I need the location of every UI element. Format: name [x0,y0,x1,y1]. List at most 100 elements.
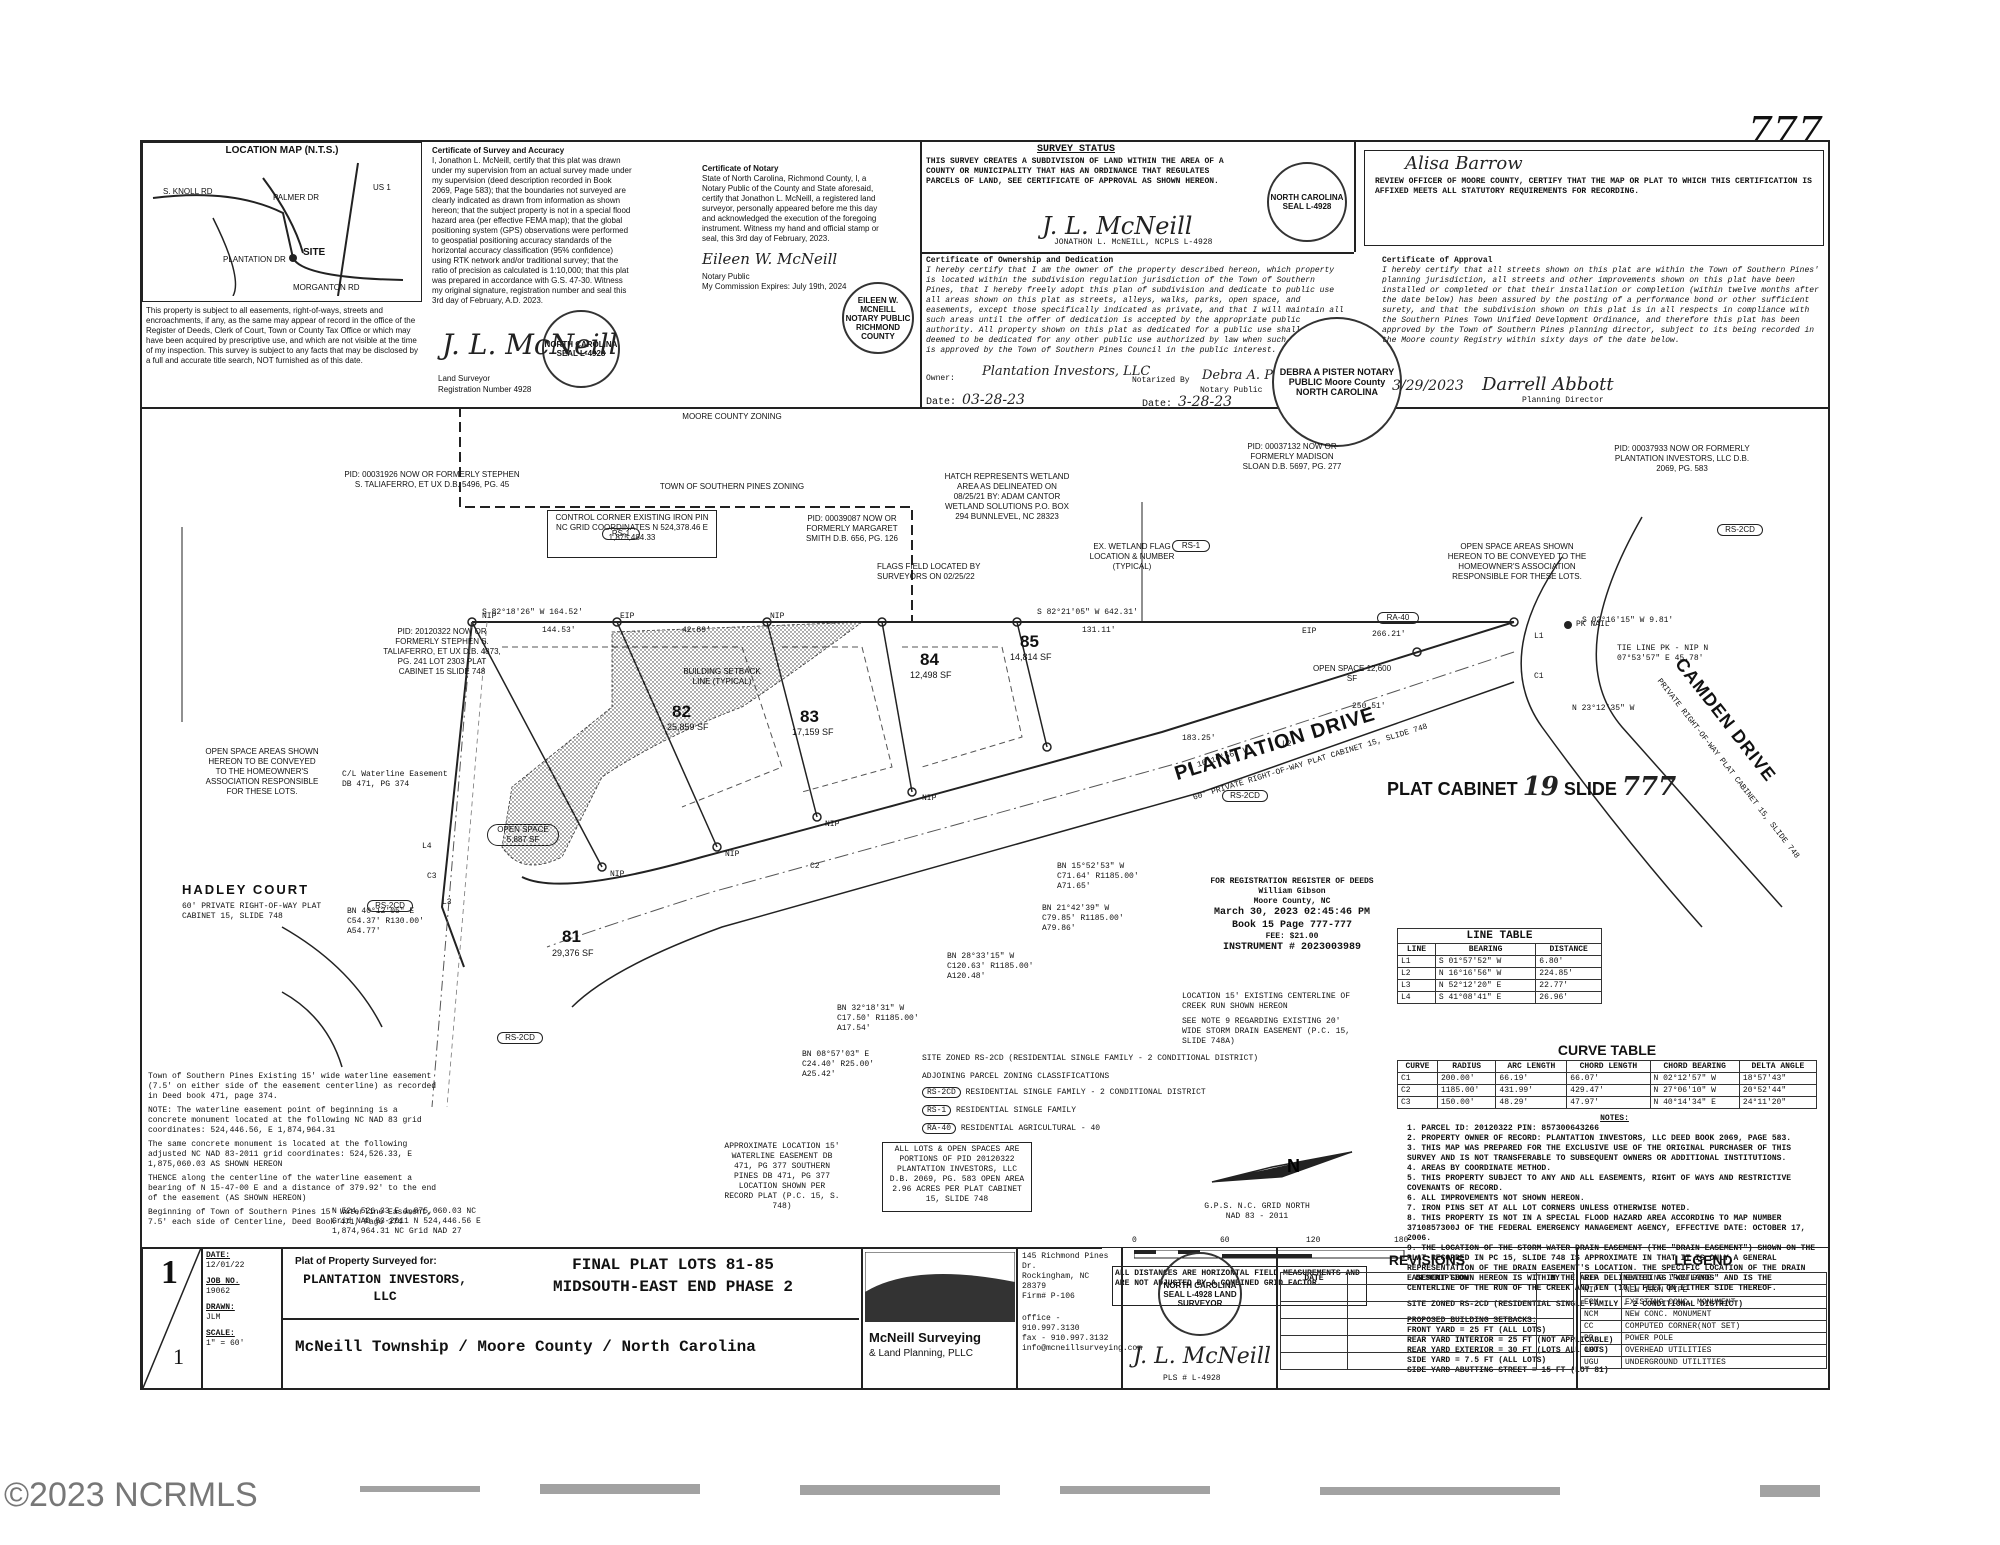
curve-label: C1 [1534,672,1544,681]
review-signature: Alisa Barrow [1405,153,1523,174]
company-box: McNeill Surveying & Land Planning, PLLC [862,1247,1017,1390]
zoning-legend-item: RA-40 RESIDENTIAL AGRICULTURAL - 40 [922,1123,1342,1134]
table-cell: S 41°08'41" E [1434,991,1537,1004]
survey-status-body: THIS SURVEY CREATES A SUBDIVISION OF LAN… [926,156,1224,186]
company-name: McNeill Surveying [869,1330,981,1345]
plat-slide-label: SLIDE [1563,779,1617,799]
scan-noise-strip [360,1482,1860,1502]
location-map-drawing [152,162,404,296]
plat-cabinet-label: PLAT CABINET [1387,779,1518,799]
table-cell: 150.00' [1436,1096,1497,1109]
scale-tick: 180 [1394,1236,1409,1245]
status-signature: J. L. McNeill [1042,212,1193,240]
approval-body: I hereby certify that all streets shown … [1382,266,1819,345]
table-header: CHORD LENGTH [1566,1060,1651,1073]
notary-seal: EILEEN W. MCNEILL NOTARY PUBLIC RICHMOND… [842,282,914,354]
owner-label: Owner: [926,374,955,383]
table-cell: L2 [1397,967,1436,980]
line-label: L1 [1534,632,1544,641]
company-logo-icon [865,1252,1015,1322]
curve-label: C3 [427,872,437,881]
lot-area: 17,159 SF [792,727,834,737]
lot-number: 83 [800,707,819,726]
company-name-2: & Land Planning, PLLC [869,1348,973,1359]
bearing-label: S 02°16'15" W 9.81' [1582,616,1674,625]
lot-number: 82 [672,702,691,721]
street-hadley-sub: 60' PRIVATE RIGHT-OF-WAY PLAT CABINET 15… [182,902,322,921]
table-cell: N 27°06'10" W [1649,1084,1740,1097]
title-divider [283,1318,859,1320]
recording-line: William Gibson [1258,887,1326,896]
line-table-title: LINE TABLE [1397,928,1602,944]
drawn-label: DRAWN: [206,1303,235,1312]
notary-caption: Notary Public [702,272,750,281]
email: info@mcneillsurveying.com [1022,1344,1143,1353]
project-title-box: Plat of Property Surveyed for: PLANTATIO… [282,1247,862,1390]
bearing-label: N 23°12'35" W [1572,704,1635,713]
table-cell: 1185.00' [1436,1084,1497,1097]
marker-label: NIP [482,612,497,621]
southern-pines-easement-notes: Town of Southern Pines Existing 15' wide… [148,1072,438,1228]
table-header: RADIUS [1436,1060,1497,1073]
zoning-badge: RS-1 [922,1105,952,1116]
sheet-of: 1 [173,1344,184,1369]
location-map: LOCATION MAP (N.T.S.) S. KNOLL RD PALMER… [142,142,422,302]
easement-note: Town of Southern Pines Existing 15' wide… [148,1072,437,1101]
plat-label: Plat of Property Surveyed for: [295,1256,437,1267]
flags-note: FLAGS FIELD LOCATED BY SURVEYORS ON 02/2… [877,562,981,581]
zoning-legend-sub: ADJOINING PARCEL ZONING CLASSIFICATIONS [922,1072,1110,1081]
marker-label: EIP [620,612,635,621]
drawn-value: JLM [206,1313,221,1322]
marker-label: PK NAIL [1576,620,1610,629]
survey-status-heading: SURVEY STATUS [1036,144,1115,155]
lot-area: 29,376 SF [552,948,594,958]
zoning-legend-item: RS-2CD RESIDENTIAL SINGLE FAMILY - 2 CON… [922,1087,1342,1098]
ownership-date-label: Date: [926,397,957,408]
office-phone: office - 910.997.3130 [1022,1314,1080,1333]
table-row [1280,1301,1574,1319]
survey-cert-body: I, Jonathon L. McNeill, certify that thi… [432,156,632,305]
zoning-note: SITE ZONED RS-2CD (RESIDENTIAL SINGLE FA… [1407,1300,1744,1309]
setback-note: BUILDING SETBACK LINE (TYPICAL) [683,667,761,686]
table-cell: 26.96' [1535,991,1602,1004]
bearing-label: 183.25' [1182,734,1216,743]
table-cell: C2 [1397,1084,1438,1097]
notary-expiry: My Commission Expires: July 19th, 2024 [702,282,847,291]
revisions-table: DATE DESCRIPTION BY [1280,1272,1574,1370]
plat-drawing [181,407,1783,1108]
svg-text:N: N [1287,1156,1300,1176]
bearing-label: 144.53' [542,626,576,635]
table-header: DESCRIPTION [1347,1272,1537,1285]
ownership-date-2: 3-28-23 [1178,394,1233,410]
bearing-label: 42.89' [682,626,711,635]
ownership-certificate: Certificate of Ownership and Dedication … [926,256,1346,356]
location-map-title: LOCATION MAP (N.T.S.) [225,145,339,156]
table-cell: 6.80' [1535,955,1602,968]
cert-divider [1354,142,1356,252]
legend-desc: EXISTING CONC. MONUMENT [1621,1296,1827,1309]
ownership-body: I hereby certify that I am the owner of … [926,266,1344,355]
table-cell: N 02°12'57" W [1649,1072,1740,1085]
legend-desc: UNDERGROUND UTILITIES [1621,1356,1827,1369]
table-header: DISTANCE [1535,943,1602,956]
survey-status: SURVEY STATUS THIS SURVEY CREATES A SUBD… [926,144,1226,187]
table-header: ARC LENGTH [1495,1060,1568,1073]
legend-desc: OVERHEAD UTILITIES [1621,1344,1827,1357]
curve-call: BN 32°18'31" W C17.50' R1185.00' A17.54' [837,1004,919,1033]
legend-desc: NEW IRON PIPE [1621,1284,1827,1297]
legend-desc: COMPUTED CORNER(NOT SET) [1621,1320,1827,1333]
watermark: ©2023 NCRMLS [4,1476,258,1514]
job-value: 19062 [206,1287,231,1296]
survey-certificate: Certificate of Survey and Accuracy I, Jo… [432,146,632,306]
legend-abbr: PP [1580,1332,1622,1345]
notary-certificate: Certificate of Notary State of North Car… [702,164,882,244]
marker-label: EIP [1302,627,1317,636]
title-seal: NORTH CAROLINA SEAL L-4928 LAND SURVEYOR [1158,1252,1242,1336]
